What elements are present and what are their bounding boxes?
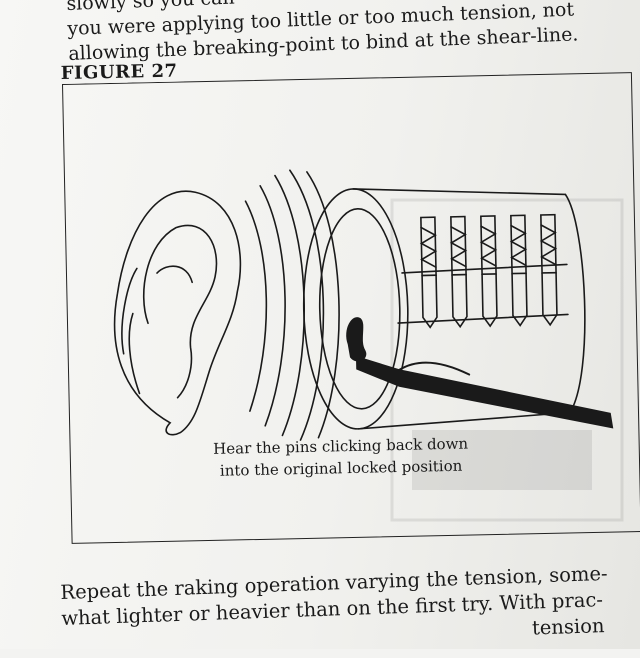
- pin-stacks: [419, 213, 558, 329]
- sound-waves: [244, 169, 340, 441]
- figure-frame: FIGURE 27: [60, 60, 640, 544]
- lock-pick-tool: [355, 355, 614, 429]
- figure-label: FIGURE 27: [60, 60, 184, 85]
- bottom-paragraph: Repeat the raking operation varying the …: [60, 559, 640, 658]
- figure-caption: Hear the pins clicking back down into th…: [180, 432, 501, 483]
- top-paragraph: slowly so you can you were applying too …: [66, 0, 640, 67]
- lock-picking-illustration: [113, 169, 614, 441]
- bleed-through-shadow: [390, 198, 624, 522]
- ear-drawing: [113, 190, 242, 436]
